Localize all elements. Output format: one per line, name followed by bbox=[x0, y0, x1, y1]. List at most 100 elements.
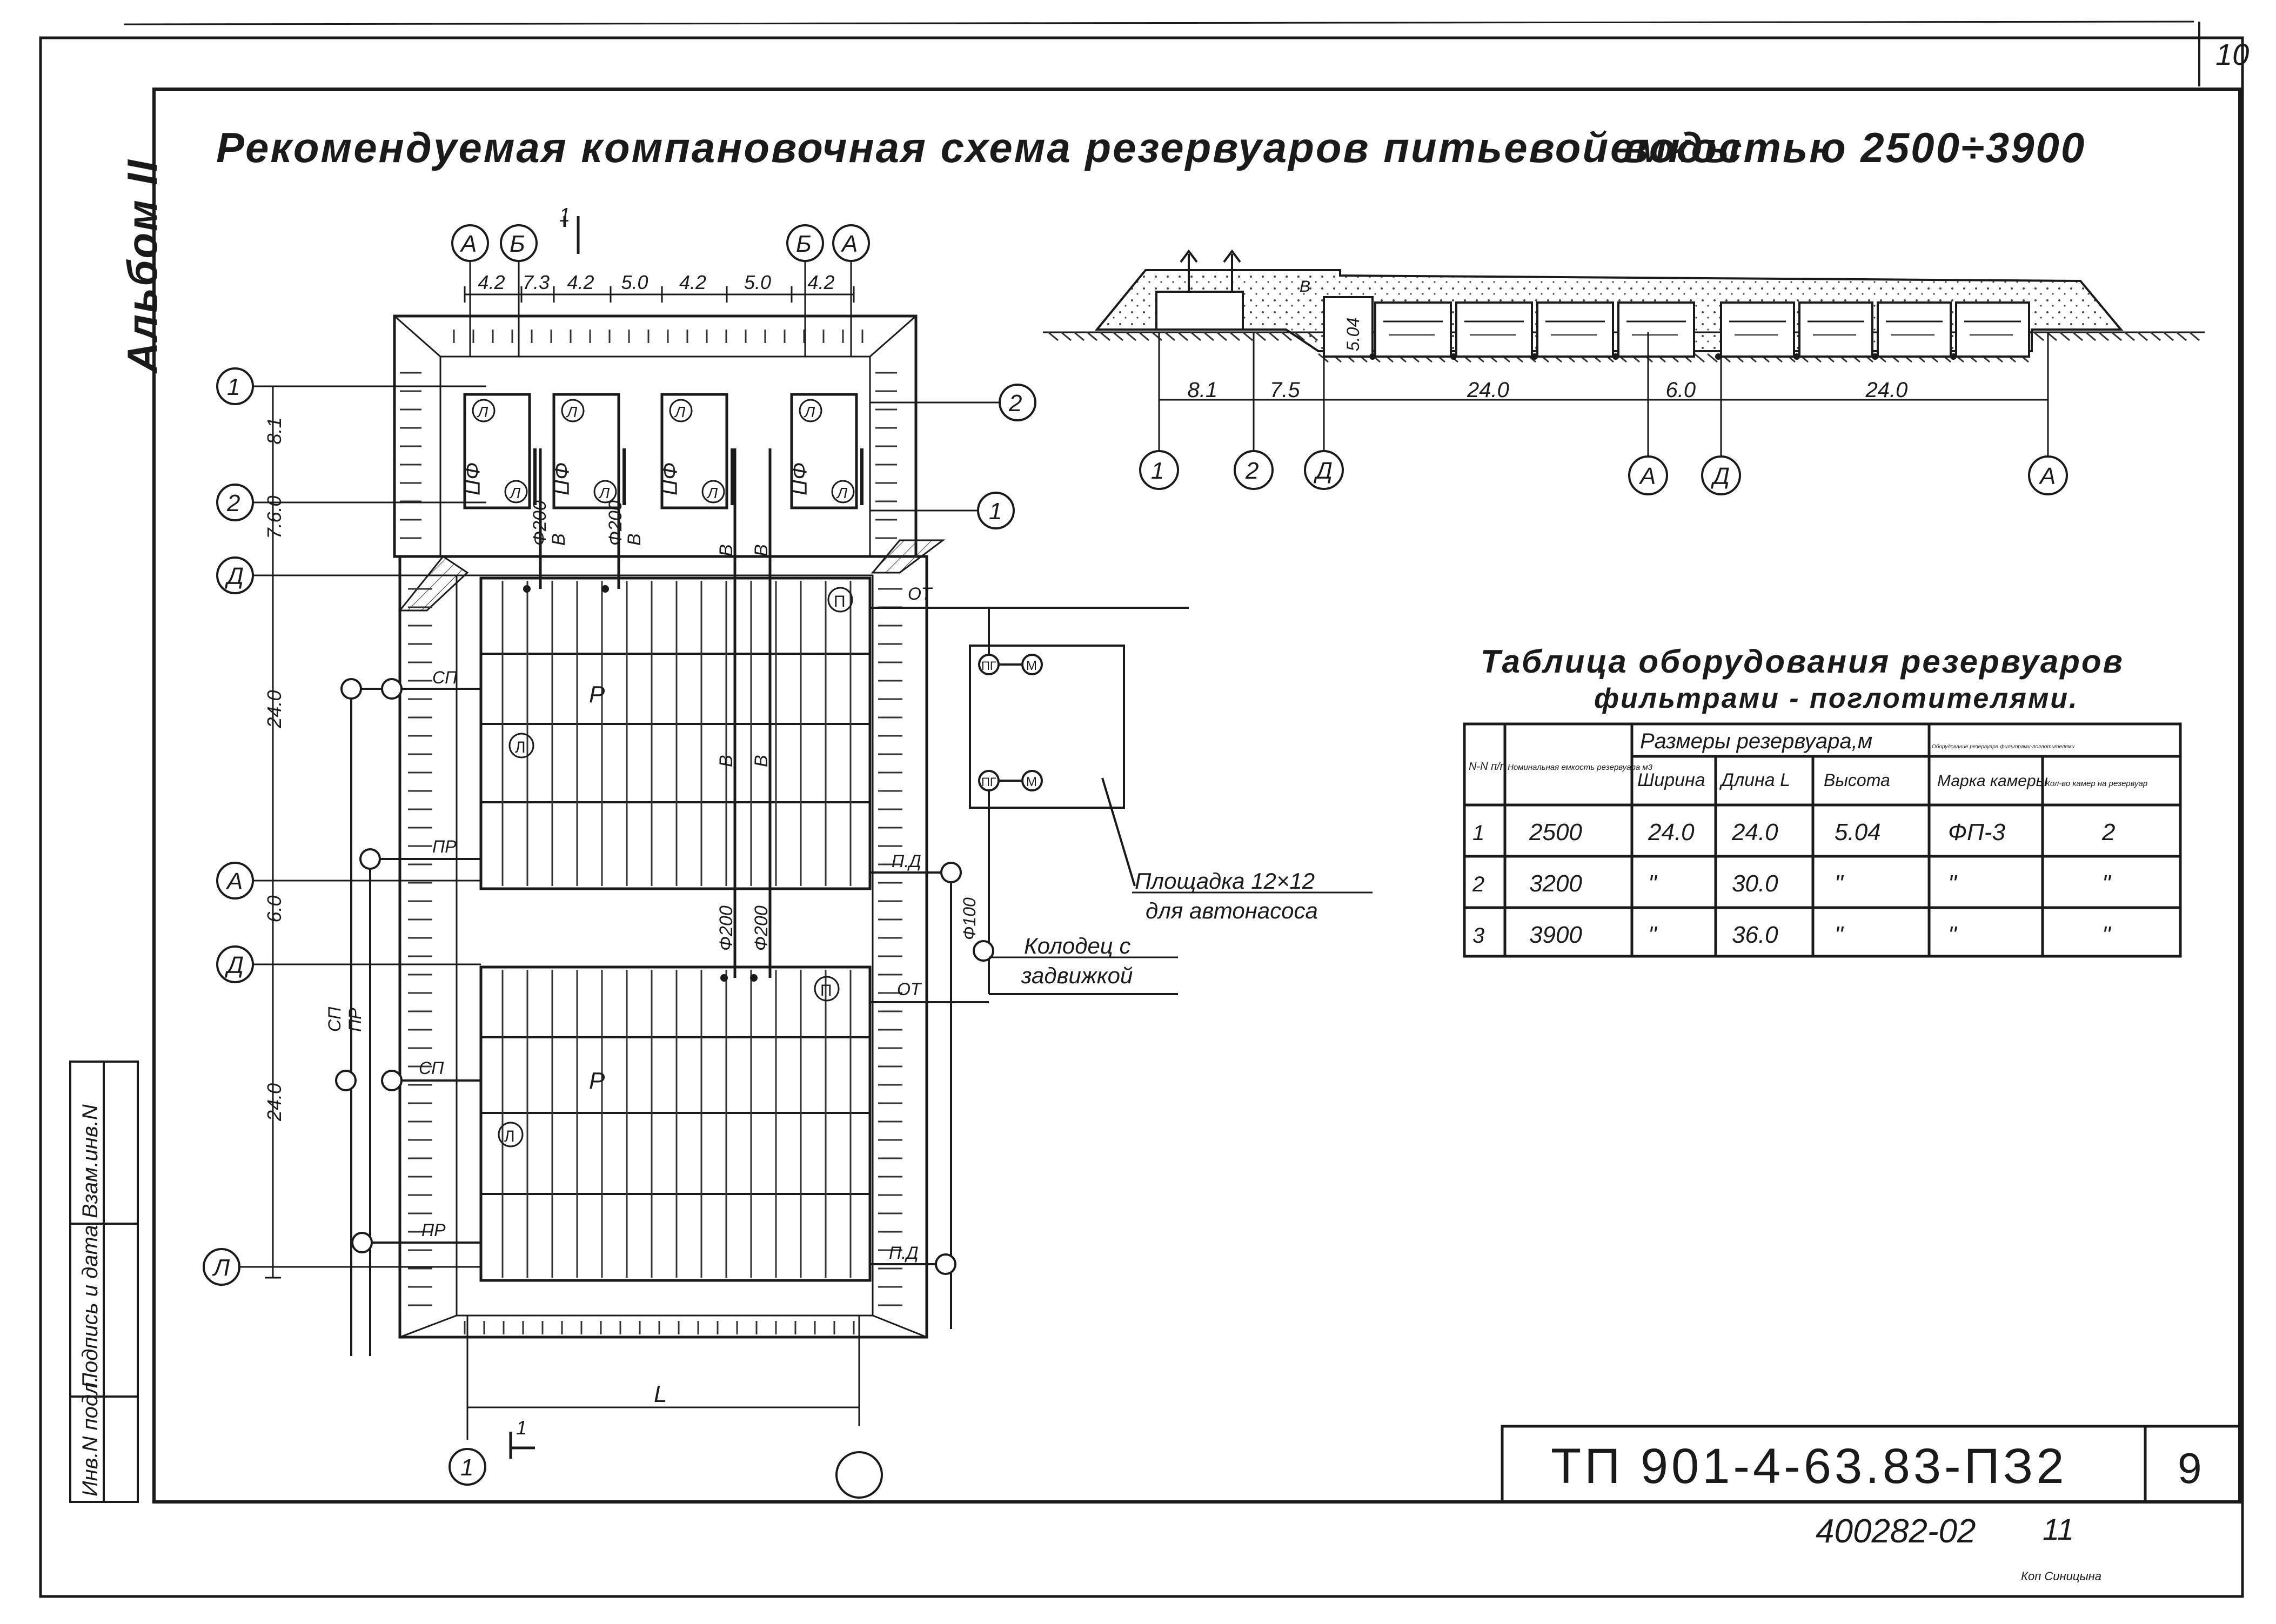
ground-tick bbox=[1177, 331, 1188, 341]
pump-m-1: М bbox=[1026, 659, 1037, 673]
pipe-d-label-2: Ф200 bbox=[605, 500, 626, 546]
reservoir-1 bbox=[479, 576, 872, 890]
filter-marker-l bbox=[472, 399, 496, 422]
section-chamber bbox=[1536, 301, 1614, 358]
top-axis-b-right: Б bbox=[796, 231, 812, 257]
filter-marker-l-text: Л bbox=[674, 404, 686, 420]
section-dim-3: 6.0 bbox=[1666, 378, 1696, 402]
top-dim-6: 4.2 bbox=[808, 271, 835, 293]
left-dimensions: 8.17.6.024.06.024.0 bbox=[263, 385, 285, 1279]
sheet-capacity: емкостью 2500÷3900 bbox=[1610, 124, 2086, 171]
ground-tick bbox=[1216, 331, 1227, 341]
table-cell-r1-c5: " bbox=[1948, 870, 1958, 897]
left-axis-4-circle bbox=[216, 945, 254, 983]
platform-note-1: Площадка 12×12 bbox=[1135, 868, 1315, 894]
side-stamp bbox=[69, 1061, 139, 1503]
section-dim-2: 24.0 bbox=[1467, 378, 1509, 402]
filter-marker-l bbox=[799, 399, 822, 422]
column-base bbox=[1950, 353, 1957, 360]
top-dim-2: 4.2 bbox=[567, 271, 594, 293]
section-chamber bbox=[1455, 301, 1533, 358]
ground-tick bbox=[2124, 331, 2135, 341]
section-height: 5.04 bbox=[1343, 318, 1363, 351]
left-axis-0: 1 bbox=[227, 374, 240, 400]
ground-tick bbox=[1100, 331, 1110, 341]
album-label: Альбом II bbox=[118, 158, 166, 374]
filter-marker-l-text: Л bbox=[804, 404, 815, 420]
well-note-2: задвижкой bbox=[1021, 963, 1133, 988]
sheet-title: Рекомендуемая компановочная схема резерв… bbox=[216, 124, 1742, 171]
table-cell-r2-c0: 3 bbox=[1472, 924, 1484, 948]
table-cell-r2-c4: " bbox=[1835, 922, 1844, 948]
filter-marker-l2-text: Л bbox=[509, 485, 521, 501]
top-dim-4: 4.2 bbox=[679, 271, 706, 293]
filter-marker-l bbox=[561, 399, 585, 422]
top-dim-1: 7.3 bbox=[523, 271, 550, 293]
th-width: Ширина bbox=[1637, 770, 1705, 790]
ground-tick bbox=[1694, 353, 1705, 363]
reservoir-2 bbox=[479, 965, 872, 1282]
left-axis-5-circle bbox=[203, 1248, 240, 1286]
filter-marker-l2 bbox=[701, 480, 725, 504]
left-dim-1: 7.6.0 bbox=[263, 495, 285, 539]
reservoir-2-columns bbox=[501, 970, 852, 1278]
pump-pg-2: ПГ bbox=[981, 775, 996, 789]
ground-tick bbox=[2085, 331, 2096, 341]
hatch-marker-l: Л bbox=[504, 1128, 515, 1145]
ground-tick bbox=[2189, 331, 2200, 341]
section-chambers bbox=[1323, 296, 2030, 360]
th-capacity: Номинальная емкость резервуара м3 bbox=[1508, 763, 1653, 772]
table-cell-r0-c2: 24.0 bbox=[1648, 819, 1695, 845]
table-cell-r0-c1: 2500 bbox=[1529, 819, 1582, 845]
pipe-100-label: Ф100 bbox=[960, 897, 979, 940]
left-axis-0-circle bbox=[216, 367, 254, 405]
left-axis-4: Д bbox=[224, 952, 244, 978]
table-cell-r2-c2: " bbox=[1648, 922, 1658, 948]
pipe-v-label-2: В bbox=[624, 533, 645, 546]
section-chamber bbox=[1955, 301, 2030, 358]
ground-tick bbox=[1139, 331, 1149, 341]
section-axis-0: 1 bbox=[1151, 458, 1164, 484]
section-axis-2: Д bbox=[1313, 458, 1333, 484]
section-axis-0-circle bbox=[1139, 450, 1179, 490]
ground-tick bbox=[2111, 331, 2122, 341]
bottom-axis-1: 1 bbox=[460, 1454, 473, 1481]
section-chamber bbox=[1720, 301, 1795, 358]
archive-page: 11 bbox=[2043, 1512, 2074, 1546]
table-title: Таблица оборудования резервуаров bbox=[1481, 643, 2124, 680]
table-cell-r1-c2: " bbox=[1648, 870, 1658, 897]
column-base bbox=[1715, 353, 1722, 360]
reservoir-2-hatch-marker: П Л bbox=[498, 976, 840, 1147]
sheet-number: 9 bbox=[2178, 1444, 2202, 1492]
column-base bbox=[1872, 353, 1878, 360]
table-cell-r2-c5: " bbox=[1948, 922, 1958, 948]
section-mark-bottom: 1 bbox=[516, 1417, 527, 1439]
filter-chamber bbox=[790, 393, 858, 509]
ground-tick bbox=[2163, 331, 2174, 341]
left-dim-0: 8.1 bbox=[263, 417, 285, 444]
column-base bbox=[1612, 353, 1619, 360]
top-axis-bubbles: А Б Б А bbox=[451, 224, 870, 262]
plan-slope-ticks bbox=[400, 330, 897, 539]
pipe-pd-1: П.Д bbox=[892, 851, 921, 871]
pump-m-2: М bbox=[1026, 775, 1037, 789]
table-cell-r1-c6: " bbox=[2102, 870, 2112, 897]
filter-marker-l2 bbox=[593, 480, 617, 504]
th-length: Длина L bbox=[1719, 770, 1790, 790]
ground-tick bbox=[1048, 331, 1059, 341]
section-end-chamber bbox=[1323, 296, 1374, 358]
left-axis-3: А bbox=[225, 868, 243, 895]
bottom-axis bbox=[448, 1316, 883, 1499]
pipe-v-label-3: В bbox=[716, 544, 737, 556]
th-height: Высота bbox=[1824, 770, 1890, 790]
top-axis-b-left: Б bbox=[510, 231, 525, 257]
pipe-v-label-4: В bbox=[751, 544, 772, 556]
reservoir-1-label: Р bbox=[589, 681, 605, 708]
pipe-d-label-1: Ф200 bbox=[530, 500, 550, 546]
column-base bbox=[1369, 353, 1376, 360]
left-dim-2: 24.0 bbox=[263, 690, 285, 728]
section-filter-box bbox=[1155, 291, 1244, 331]
table-cell-r1-c0: 2 bbox=[1472, 873, 1484, 896]
